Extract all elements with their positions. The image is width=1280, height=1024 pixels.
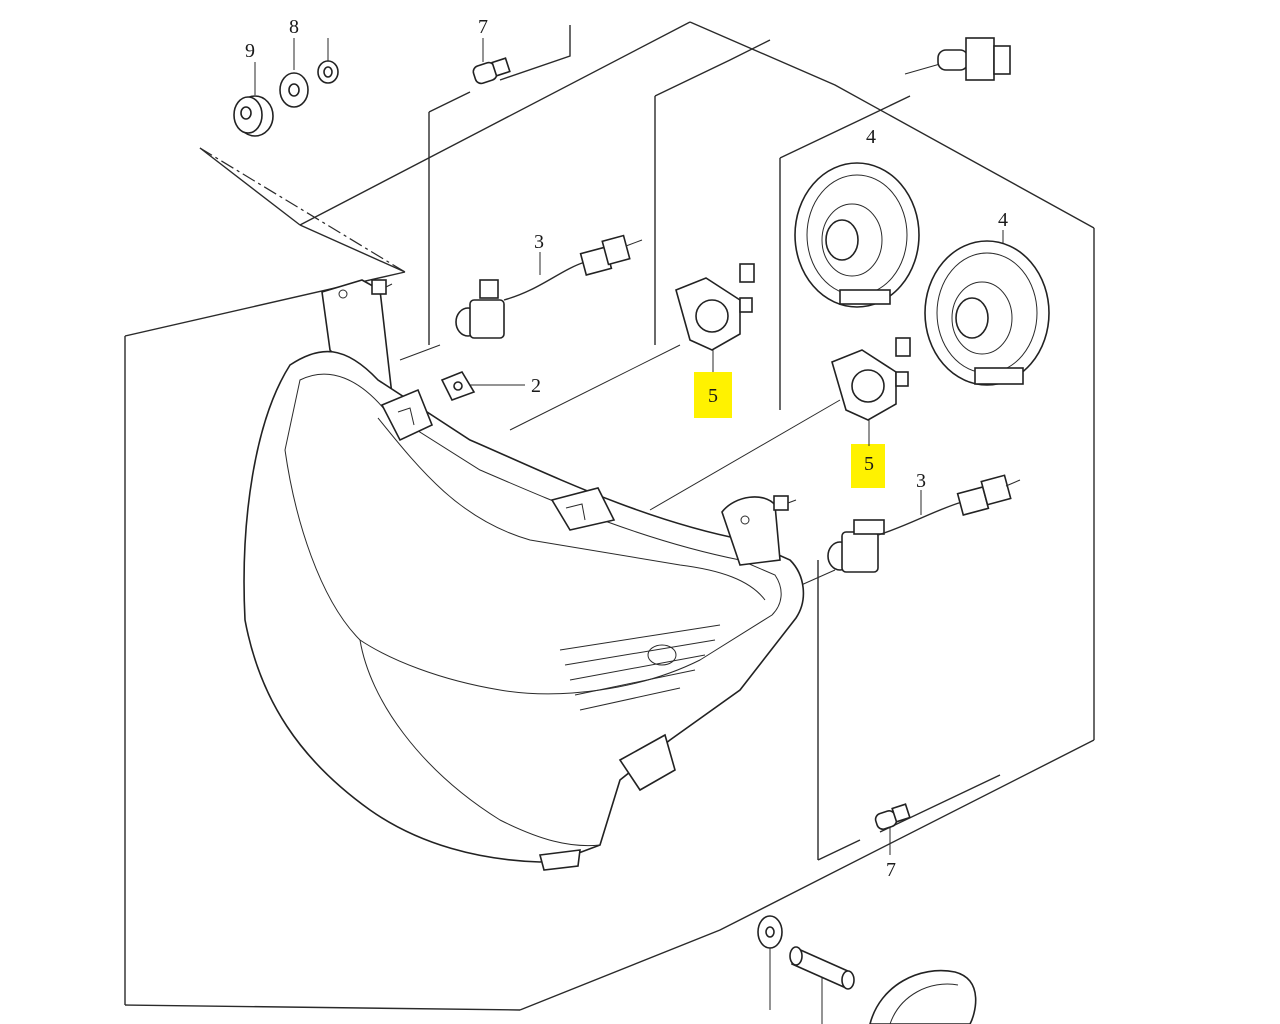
nut-part: [317, 60, 339, 84]
reflector-cup-part-4-upper: [794, 162, 920, 308]
callout-3-lower: 3: [916, 470, 926, 492]
callout-5-left: 5: [708, 385, 718, 407]
bulb-holder-part-5-right: [831, 337, 911, 421]
assembly-frame: [124, 21, 1095, 1011]
callout-4-lower: 4: [998, 209, 1008, 231]
socket-wire-part-3-lower: [827, 474, 1021, 573]
highlight-box-5-right: [851, 444, 885, 488]
highlight-box-5-left: [694, 372, 732, 418]
grommet-part-9: [233, 95, 274, 137]
callout-2: 2: [531, 375, 541, 397]
reflector-cup-part-4-lower: [924, 240, 1050, 386]
socket-wire-part-3-upper: [455, 234, 643, 339]
clip-part-2: [440, 371, 476, 401]
centre-dash-line: [199, 147, 406, 273]
leader-lines: [254, 38, 1004, 1024]
callout-4-upper: 4: [866, 126, 876, 148]
callout-8: 8: [289, 16, 299, 38]
bottom-washer-part: [757, 915, 783, 949]
headlight-bulb-top-right: [937, 37, 1011, 81]
bulb-holder-part-5-left: [675, 263, 755, 351]
bottom-screw-part: [789, 946, 855, 990]
callout-5-right: 5: [864, 453, 874, 475]
callout-9: 9: [245, 40, 255, 62]
position-bulb-part-7-top: [472, 57, 511, 85]
bottom-cover-part: [869, 969, 977, 1024]
callout-3-upper: 3: [534, 231, 544, 253]
headlight-housing: [243, 279, 805, 871]
position-bulb-part-7-bottom: [874, 803, 911, 830]
callout-7-bottom: 7: [886, 859, 896, 881]
washer-part-8: [279, 72, 309, 108]
callout-7-top: 7: [478, 16, 488, 38]
